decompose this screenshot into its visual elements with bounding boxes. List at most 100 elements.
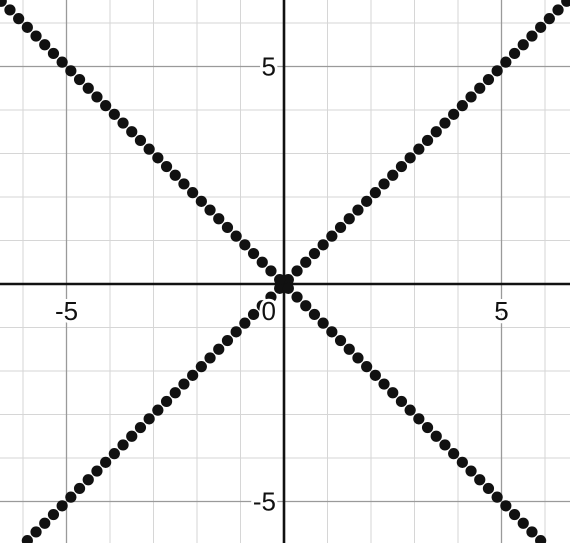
data-point — [413, 143, 425, 155]
data-point — [274, 274, 286, 286]
data-point — [387, 387, 399, 399]
data-point — [265, 291, 277, 303]
data-point — [187, 187, 199, 199]
data-point — [230, 230, 242, 242]
data-point — [213, 213, 225, 225]
data-point — [195, 195, 207, 207]
data-point — [404, 404, 416, 416]
data-point — [395, 160, 408, 173]
data-point — [100, 100, 112, 112]
data-point — [508, 508, 521, 521]
data-point — [239, 317, 251, 329]
data-point — [39, 517, 51, 529]
data-point — [195, 361, 207, 373]
data-point — [387, 169, 399, 181]
data-point — [334, 334, 347, 347]
data-point — [317, 317, 329, 329]
data-point — [421, 134, 434, 147]
data-point — [0, 0, 7, 7]
data-point — [160, 160, 173, 173]
data-point — [73, 482, 86, 495]
data-point — [517, 517, 529, 529]
data-point — [39, 39, 51, 51]
data-point — [430, 430, 442, 442]
data-point — [343, 343, 355, 355]
data-point — [47, 47, 60, 60]
data-point — [395, 395, 408, 408]
data-point — [65, 491, 77, 503]
data-point — [474, 82, 486, 94]
data-point — [30, 526, 42, 538]
data-point — [465, 91, 477, 103]
data-point — [300, 256, 312, 268]
data-point — [21, 535, 33, 543]
data-point — [456, 456, 468, 468]
data-point — [56, 500, 68, 512]
data-point — [178, 178, 190, 190]
data-point — [491, 65, 503, 77]
data-point — [152, 404, 164, 416]
data-point — [517, 39, 529, 51]
data-point — [343, 213, 355, 225]
data-point — [82, 82, 94, 94]
data-point — [404, 152, 416, 164]
data-point — [552, 4, 564, 16]
data-point — [4, 4, 16, 16]
data-point — [160, 395, 173, 408]
data-point — [221, 334, 234, 347]
data-point — [378, 378, 390, 390]
y-tick-label: -5 — [253, 487, 276, 517]
data-point — [117, 117, 129, 129]
data-point — [334, 221, 347, 234]
data-point — [448, 108, 460, 120]
data-point — [482, 73, 495, 86]
data-point — [265, 265, 277, 277]
x-tick-label: -5 — [55, 296, 78, 326]
data-point — [282, 282, 294, 294]
data-point — [439, 439, 451, 451]
data-point — [117, 439, 129, 451]
series-falling-line — [0, 0, 547, 543]
data-point — [326, 230, 338, 242]
data-point — [282, 274, 294, 286]
data-point — [230, 326, 242, 338]
data-point — [448, 448, 460, 460]
data-point — [543, 13, 555, 25]
x-tick-label: 0 — [262, 296, 276, 326]
data-point — [247, 247, 260, 260]
data-point — [221, 221, 234, 234]
data-point — [421, 421, 434, 434]
data-point — [378, 178, 390, 190]
data-point — [317, 239, 329, 251]
data-point — [491, 491, 503, 503]
data-point — [369, 369, 381, 381]
data-point — [82, 474, 94, 486]
data-point — [439, 117, 451, 129]
data-point — [204, 352, 216, 364]
data-point — [308, 308, 321, 321]
data-point — [369, 187, 381, 199]
x-tick-label: 5 — [494, 296, 508, 326]
data-point — [256, 256, 268, 268]
data-point — [65, 65, 77, 77]
data-point — [213, 343, 225, 355]
data-point — [561, 0, 570, 7]
data-point — [535, 535, 547, 543]
data-point — [108, 108, 120, 120]
data-point — [73, 73, 86, 86]
data-point — [187, 369, 199, 381]
data-point — [134, 421, 147, 434]
data-point — [126, 430, 138, 442]
data-point — [526, 526, 538, 538]
data-point — [247, 308, 260, 321]
data-point — [169, 169, 181, 181]
data-point — [91, 465, 103, 477]
data-point — [326, 326, 338, 338]
data-point — [239, 239, 251, 251]
data-point — [308, 247, 321, 260]
data-point — [152, 152, 164, 164]
data-point — [291, 291, 303, 303]
data-point — [30, 30, 42, 42]
